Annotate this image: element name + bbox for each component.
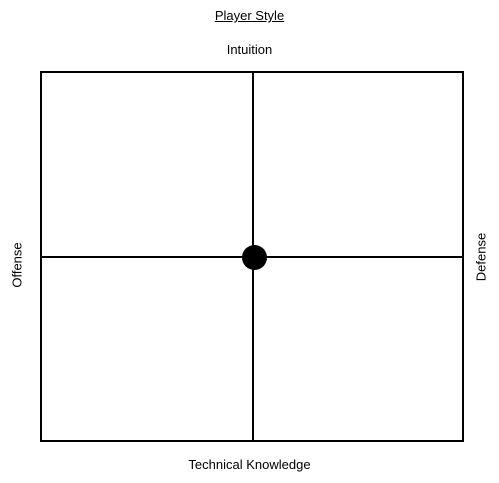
- diagram-title: Player Style: [214, 8, 285, 23]
- axis-label-left: Offense: [9, 242, 25, 288]
- axis-label-bottom: Technical Knowledge: [188, 457, 311, 472]
- player-marker: [242, 245, 267, 270]
- axis-label-right: Defense: [473, 232, 489, 282]
- axis-label-top: Intuition: [226, 42, 273, 57]
